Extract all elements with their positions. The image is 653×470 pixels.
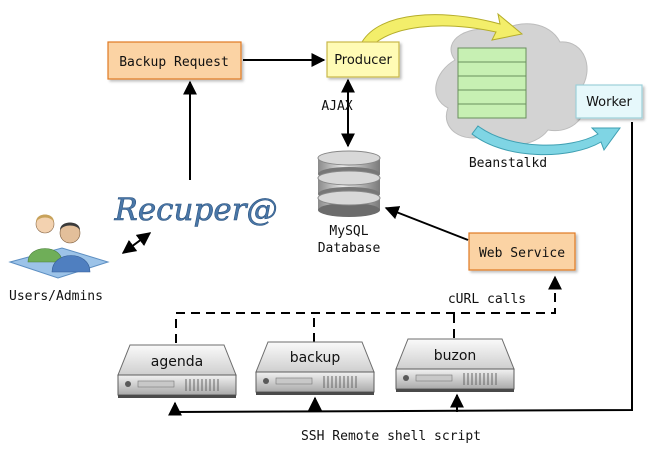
ssh-label: SSH Remote shell script [301,429,481,444]
server-agenda [117,344,237,398]
curl-dashed-lines [175,275,562,343]
curl-main-line [175,275,562,343]
arrow-worker-ssh [168,122,633,416]
ajax-label: AJAX [321,99,352,114]
server-backup-label: backup [290,350,341,366]
producer-to-queue-arrow [361,12,524,49]
arrow-users-recupera [121,232,152,254]
mysql-label-line1: MySQL [329,224,368,239]
queue-stack [457,47,527,119]
server-buzon [395,338,515,392]
mysql-database-icon [317,150,381,217]
curl-label: cURL calls [448,292,526,307]
web-service-node [468,232,576,271]
recupera-logo: Recuper@ [113,192,277,228]
server-buzon-label: buzon [434,348,477,364]
backup-request-node [107,41,242,80]
queue-to-worker-arrow [471,125,621,156]
web-service-label: Web Service [479,246,565,261]
server-backup [255,341,375,395]
worker-label: Worker [586,95,632,110]
beanstalkd-label: Beanstalkd [469,156,547,171]
worker-node [575,84,643,119]
producer-node [326,41,400,78]
users-admins-icon [8,214,110,279]
users-admins-label: Users/Admins [9,289,103,304]
server-agenda-label: agenda [151,354,203,370]
arrow-web-service-to-mysql [384,206,469,241]
mysql-label-line2: Database [318,241,381,256]
backup-request-label: Backup Request [119,55,229,70]
producer-label: Producer [334,53,392,68]
connector-arrows [121,53,633,416]
